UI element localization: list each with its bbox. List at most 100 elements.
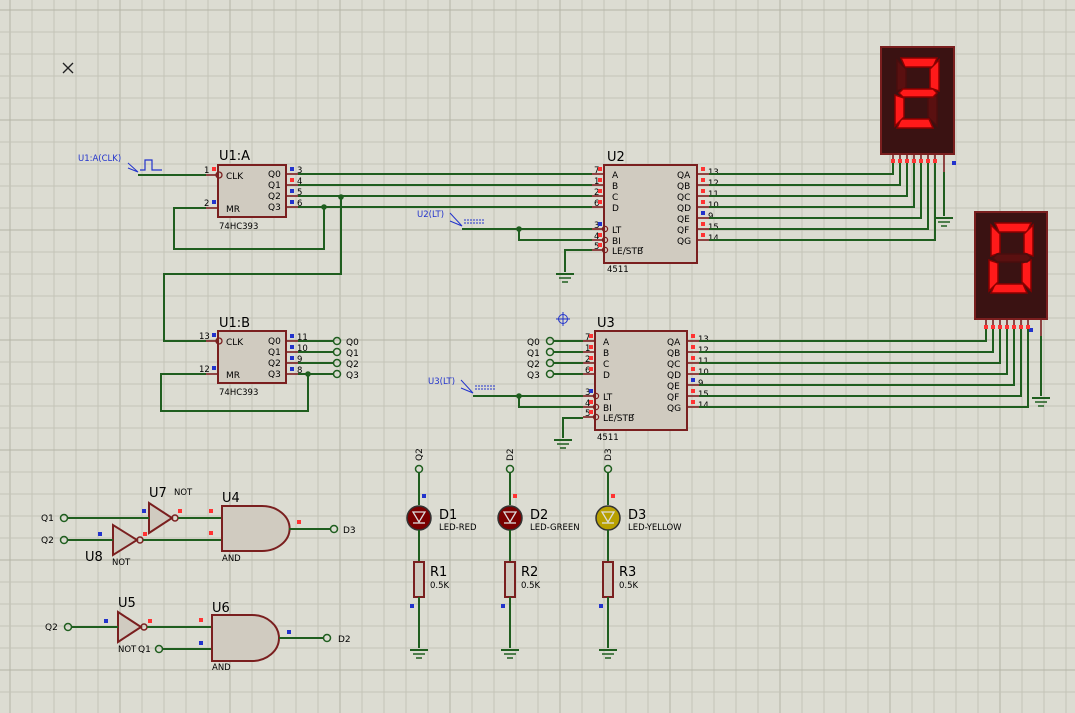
u8-input-label: Q2: [41, 536, 54, 546]
u2-pinnum-left-3: 6: [594, 199, 599, 209]
led-body-1: [406, 505, 432, 531]
led-ref-1: D1: [439, 508, 457, 523]
u3-part: 4511: [597, 433, 619, 443]
u2-lt-label: U2(LT): [417, 210, 444, 220]
u1a-pinnum-mr: 2: [204, 199, 209, 209]
u1b-terminal-q3: Q3: [346, 371, 359, 381]
cursor-cross-icon: [62, 62, 74, 74]
u3-input-q1: Q1: [527, 349, 540, 359]
u8-not-gate[interactable]: U8 NOT: [85, 523, 147, 568]
led-net-label-1: Q2: [415, 448, 425, 461]
resistor-ref-2: R2: [521, 565, 538, 580]
u3-pin-2: C: [603, 360, 609, 370]
u3-pinnum-left-6: 5: [585, 409, 590, 419]
led-part-2: LED-GREEN: [530, 523, 580, 533]
u3-pin-out-4: QE: [667, 382, 680, 392]
u1a-pinnum-q3: 6: [297, 199, 302, 209]
u2-pin-out-6: QG: [677, 237, 691, 247]
u6-input-label: Q1: [138, 645, 151, 655]
u3-pin-out-6: QG: [667, 404, 681, 414]
resistor-value-1: 0.5K: [430, 581, 450, 591]
u5-ref: U5: [118, 596, 136, 611]
u6-and-gate[interactable]: U6 AND: [199, 601, 291, 673]
u5-type: NOT: [118, 645, 137, 655]
segment-a: [993, 222, 1033, 233]
u1a-pin-mr: MR: [226, 205, 240, 215]
u2-pinnum-left-2: 2: [594, 188, 599, 198]
led-branches: Q2D1LED-REDR10.5KD2D2LED-GREENR20.5KD3D3…: [406, 448, 682, 659]
clock-label: U1:A(CLK): [78, 154, 121, 164]
u5-input-label: Q2: [45, 623, 58, 633]
u2-part: 4511: [607, 265, 629, 275]
u3-input-q2: Q2: [527, 360, 540, 370]
u2-pin-0: A: [612, 171, 619, 181]
u6-ref: U6: [212, 601, 230, 616]
u1b-body: [217, 330, 287, 384]
u1b-counter[interactable]: U1:B 13 12 CLK MR Q0 Q1 Q2 Q3 11 10 9 8 …: [199, 316, 308, 398]
u2-pin-out-2: QC: [677, 193, 690, 203]
u3-pin-6: LE/STB: [603, 414, 634, 424]
u2-pin-out-0: QA: [677, 171, 691, 181]
u3-body: [594, 330, 688, 431]
segment-b: [929, 58, 940, 93]
u2-pin-1: B: [612, 182, 618, 192]
u1a-pin-q3: Q3: [268, 203, 281, 213]
u1b-pinnum-q1: 10: [297, 344, 308, 354]
u3-pinnum-left-2: 2: [585, 355, 590, 365]
u2-pin-4: LT: [612, 226, 622, 236]
u1b-pin-q3: Q3: [268, 370, 281, 380]
u3-pin-3: D: [603, 371, 610, 381]
u3-lt-label: U3(LT): [428, 377, 455, 387]
u1b-terminal-q0: Q0: [346, 338, 359, 348]
u3-pin-out-3: QD: [667, 371, 681, 381]
u2-lt-probe[interactable]: U2(LT): [417, 210, 484, 227]
resistor-ref-3: R3: [619, 565, 636, 580]
u1b-part: 74HC393: [219, 388, 258, 398]
u4-output-label: D3: [343, 526, 356, 536]
u3-pinnum-left-5: 4: [585, 399, 590, 409]
u1b-pinnum-mr: 12: [199, 365, 210, 375]
decoder-to-display-wires: [699, 154, 1030, 408]
u3-pin-out-0: QA: [667, 338, 681, 348]
u1a-counter[interactable]: U1:A 1 2 CLK MR Q0 Q1 Q2 Q3 3 4 5 6 74HC…: [204, 149, 302, 232]
u1a-pin-q1: Q1: [268, 181, 281, 191]
u3-pin-out-5: QF: [667, 393, 679, 403]
u4-and-gate[interactable]: U4 AND: [209, 491, 301, 564]
resistor-value-2: 0.5K: [521, 581, 541, 591]
u1a-part: 74HC393: [219, 222, 258, 232]
segment-b: [1023, 223, 1034, 258]
led-body-3: [595, 505, 621, 531]
u3-pin-4: LT: [603, 393, 613, 403]
u2-pinnum-left-6: 5: [594, 242, 599, 252]
u3-ref: U3: [597, 316, 615, 331]
clock-generator[interactable]: U1:A(CLK): [78, 154, 162, 173]
u2-pinnum-left-4: 3: [594, 221, 599, 231]
segment-f: [896, 58, 907, 93]
u7-input-label: Q1: [41, 514, 54, 524]
led-part-1: LED-RED: [439, 523, 477, 533]
u1a-pin-clk: CLK: [226, 172, 244, 182]
u4-type: AND: [222, 554, 241, 564]
u2-pin-3: D: [612, 204, 619, 214]
led-body-2: [497, 505, 523, 531]
u2-control-wiring: [462, 226, 592, 283]
u1b-terminal-q1: Q1: [346, 349, 359, 359]
u7-not-gate[interactable]: U7 NOT: [142, 486, 193, 535]
u2-pin-5: BI: [612, 237, 621, 247]
u3-lt-probe[interactable]: U3(LT): [428, 377, 495, 394]
u1b-pinnum-q2: 9: [297, 355, 302, 365]
u8-ref: U8: [85, 550, 103, 565]
u1b-pin-mr: MR: [226, 371, 240, 381]
u1b-ref: U1:B: [219, 316, 250, 331]
clock-pulse-icon: [140, 159, 162, 171]
u1b-pin-q1: Q1: [268, 348, 281, 358]
u1b-output-terminals: Q0 Q1 Q2 Q3: [298, 336, 359, 381]
led-part-3: LED-YELLOW: [628, 523, 682, 533]
segment-d: [989, 283, 1029, 294]
